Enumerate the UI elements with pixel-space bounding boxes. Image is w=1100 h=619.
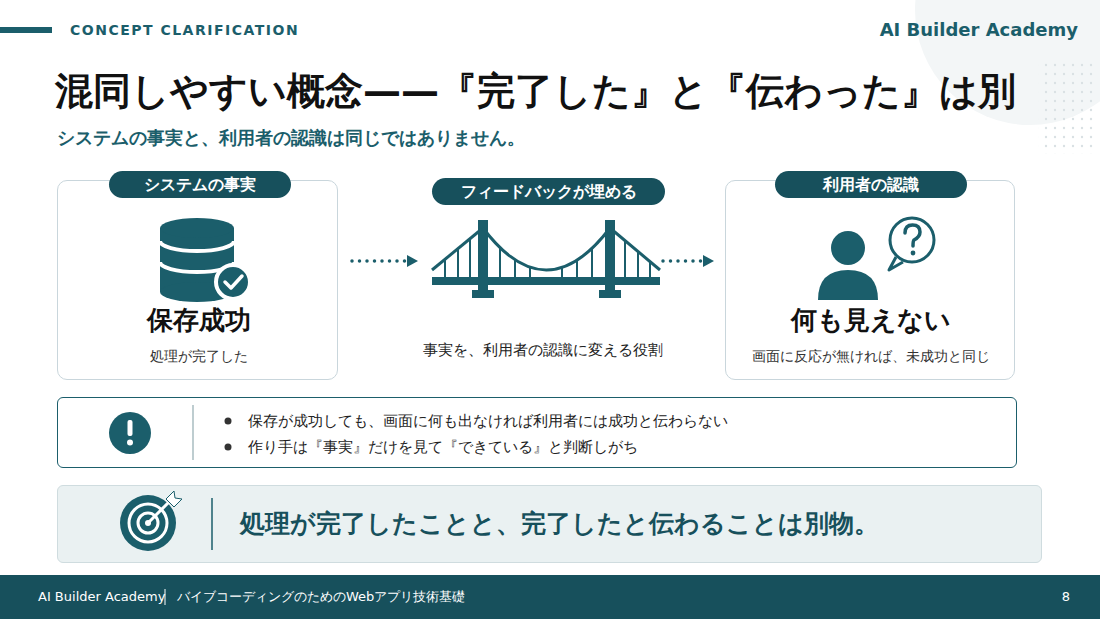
dot-pattern — [1038, 62, 1094, 154]
footer-text: バイブコーディングのためのWebアプリ技術基礎 — [177, 588, 677, 606]
warning-box: 保存が成功しても、画面に何も出なければ利用者には成功と伝わらない作り手は『事実』… — [57, 397, 1017, 468]
footer-text: 8 — [1000, 588, 1070, 606]
bridge-pier — [599, 290, 621, 298]
description-text: 事実を、利用者の認識に変える役割 — [400, 339, 685, 362]
bridge-tower — [605, 220, 615, 296]
slide-title: 混同しやすい概念——『完了した』と『伝わった』は別 — [55, 66, 1095, 116]
heading-pill: システムの事実 — [109, 171, 291, 198]
bullet-text: 作り手は『事実』だけを見て『できている』と判断しがち — [248, 436, 988, 458]
bridge-pier — [472, 290, 494, 298]
bridge-cable — [483, 228, 610, 270]
bridge-icon — [432, 220, 660, 298]
brand-label: AI Builder Academy — [860, 18, 1078, 42]
key-message: 処理が完了したことと、完了したと伝わることは別物。 — [240, 507, 1020, 541]
dotted-arrow — [352, 259, 417, 263]
bridge-panel: フィードバックが埋める事実を、利用者の認識に変える役割 — [425, 178, 660, 378]
status-text: 保存成功 — [58, 303, 339, 337]
footer-band: AI Builder AcademyバイブコーディングのためのWebアプリ技術基… — [0, 575, 1100, 619]
bullet-text: 保存が成功しても、画面に何も出なければ利用者には成功と伝わらない — [248, 410, 988, 432]
heading-pill: フィードバックが埋める — [432, 178, 665, 205]
section-label: CONCEPT CLARIFICATION — [70, 21, 470, 39]
bridge-tower — [478, 220, 488, 296]
header-bar — [0, 27, 52, 33]
subtitle: システムの事実と、利用者の認識は同じではありません。 — [57, 125, 957, 151]
heading-pill: 利用者の認識 — [775, 171, 967, 198]
bridge-cable — [432, 228, 483, 270]
bridge-hangers — [445, 239, 650, 278]
conclusion-band: 処理が完了したことと、完了したと伝わることは別物。 — [57, 485, 1042, 563]
description-text: 処理が完了した — [58, 345, 339, 367]
fact-box: システムの事実保存成功処理が完了した — [57, 180, 338, 380]
dotted-arrow — [663, 259, 713, 263]
perception-box: 利用者の認識何も見えない画面に反応が無ければ、未成功と同じ — [725, 180, 1015, 380]
status-text: 何も見えない — [726, 303, 1016, 337]
bridge-deck — [432, 277, 660, 285]
bridge-cable — [610, 228, 660, 270]
description-text: 画面に反応が無ければ、未成功と同じ — [726, 346, 1016, 368]
